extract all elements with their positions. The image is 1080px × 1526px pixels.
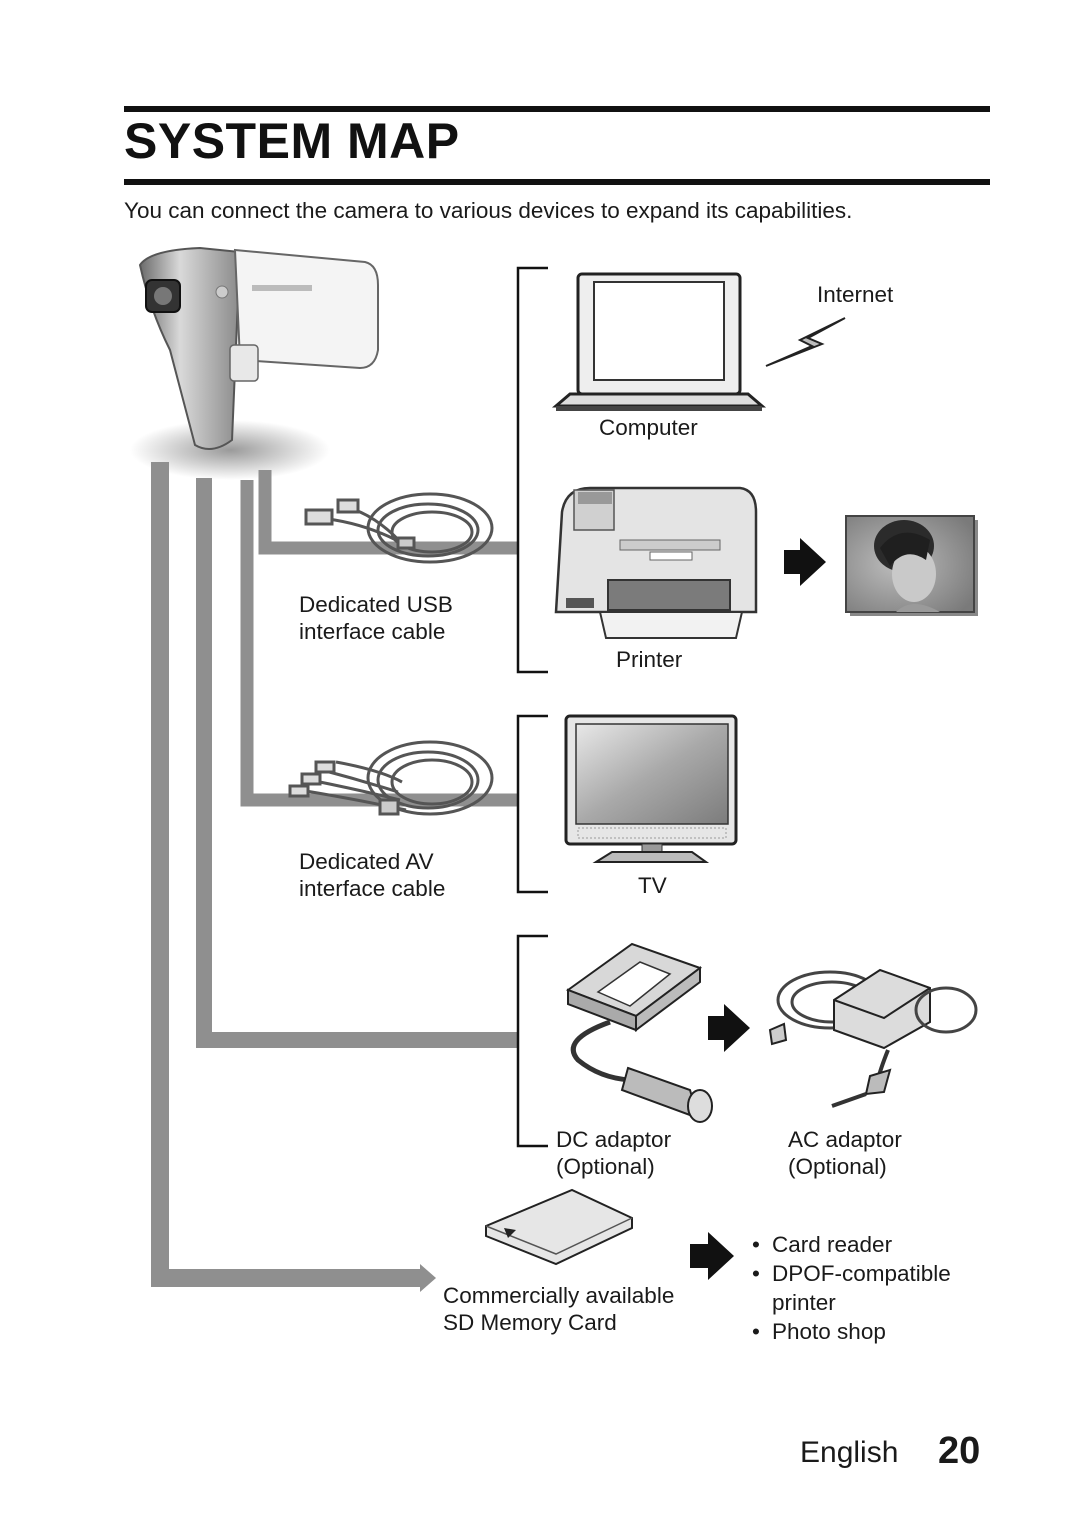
dc-adaptor-image [565,942,713,1123]
ac-adaptor-label-line1: AC adaptor [788,1127,902,1152]
title-underline [124,179,990,185]
page-title: SYSTEM MAP [124,113,460,169]
usb-cable-image [304,492,494,564]
card-use-item: Card reader [750,1230,1002,1259]
print-output-arrow [784,538,826,586]
av-cable-image [288,740,494,816]
card-arrowhead [420,1264,436,1292]
sd-card-label-line2: SD Memory Card [443,1310,617,1335]
usb-cable-label-line1: Dedicated USB [299,592,453,617]
card-uses-list: Card reader DPOF-compatible printer Phot… [750,1230,1002,1346]
card-use-item: Photo shop [750,1317,1002,1346]
power-arrow [708,1004,750,1052]
internet-label: Internet [817,282,894,307]
computer-image [551,272,767,411]
page-number: 20 [938,1430,981,1472]
tv-label: TV [638,873,667,898]
sd-card-label-line1: Commercially available [443,1283,675,1308]
device-brackets [516,266,548,1148]
top-rule [124,106,990,112]
card-uses-arrow [690,1232,734,1280]
card-use-item: DPOF-compatible printer [750,1259,1002,1317]
connection-lines [151,462,518,1287]
ac-adaptor-image [768,968,978,1108]
printer-label: Printer [616,647,683,672]
usb-cable-label: Dedicated USB interface cable [299,591,453,645]
ac-adaptor-label-line2: (Optional) [788,1154,887,1179]
dc-adaptor-label-line1: DC adaptor [556,1127,672,1152]
printer-image [554,486,758,639]
dc-adaptor-label: DC adaptor (Optional) [556,1126,671,1180]
tv-image [564,714,738,863]
dc-adaptor-label-line2: (Optional) [556,1154,655,1179]
intro-text: You can connect the camera to various de… [124,198,853,223]
computer-label: Computer [599,415,698,440]
av-cable-label: Dedicated AV interface cable [299,848,445,902]
sd-card-image [485,1188,633,1266]
photo-print-image [845,515,978,616]
footer-language: English [800,1436,899,1469]
av-cable-label-line2: interface cable [299,876,446,901]
ac-adaptor-label: AC adaptor (Optional) [788,1126,902,1180]
sd-card-label: Commercially available SD Memory Card [443,1282,674,1336]
internet-icon [765,317,846,367]
av-cable-label-line1: Dedicated AV [299,849,434,874]
usb-cable-label-line2: interface cable [299,619,446,644]
camera-image [130,246,379,480]
